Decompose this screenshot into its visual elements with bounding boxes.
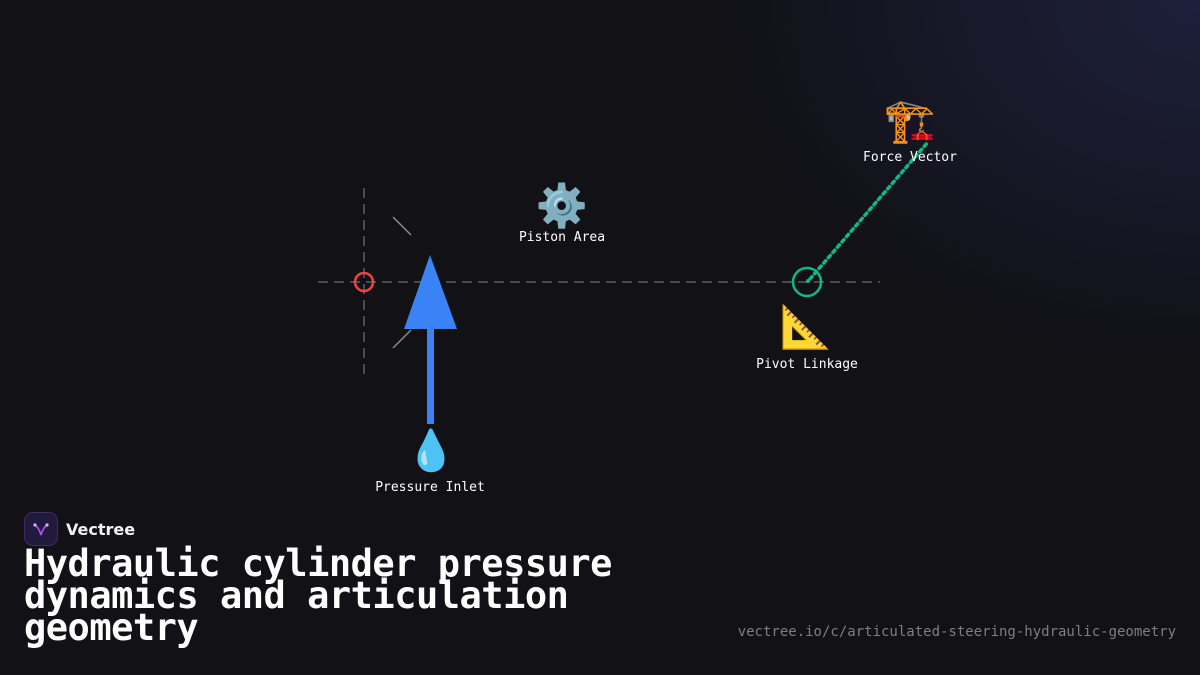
node-label-pivot-linkage: Pivot Linkage bbox=[756, 357, 858, 372]
lower-tick-mark bbox=[392, 329, 412, 349]
pressure-arrow-head bbox=[404, 255, 457, 329]
crane-icon: 🏗️ bbox=[884, 96, 936, 145]
brand[interactable]: Vectree bbox=[24, 512, 135, 546]
node-pressure-inlet[interactable]: 💧 Pressure Inlet bbox=[375, 427, 485, 495]
pivot-force-connector bbox=[808, 140, 930, 281]
upper-tick-mark bbox=[392, 216, 412, 236]
brand-name: Vectree bbox=[66, 519, 136, 539]
node-label-pressure-inlet: Pressure Inlet bbox=[375, 480, 485, 495]
pressure-arrow-shaft bbox=[427, 326, 434, 424]
node-label-piston-area: Piston Area bbox=[519, 230, 605, 245]
node-force-vector[interactable]: 🏗️ Force Vector bbox=[863, 96, 957, 165]
pivot-marker bbox=[791, 266, 823, 298]
triangular-ruler-icon: 📐 bbox=[780, 302, 832, 351]
origin-marker bbox=[353, 271, 375, 293]
node-pivot-linkage[interactable]: 📐 Pivot Linkage bbox=[756, 302, 858, 372]
droplet-icon: 💧 bbox=[406, 427, 456, 474]
node-piston-area[interactable]: ⚙️ Piston Area bbox=[519, 181, 605, 245]
page-title: Hydraulic cylinder pressure dynamics and… bbox=[24, 542, 612, 649]
pivot-center-dot bbox=[806, 279, 810, 283]
node-label-force-vector: Force Vector bbox=[863, 150, 957, 165]
vectree-logo-icon bbox=[24, 512, 58, 546]
source-url[interactable]: vectree.io/c/articulated-steering-hydrau… bbox=[737, 624, 1176, 640]
gear-icon: ⚙️ bbox=[536, 181, 588, 230]
